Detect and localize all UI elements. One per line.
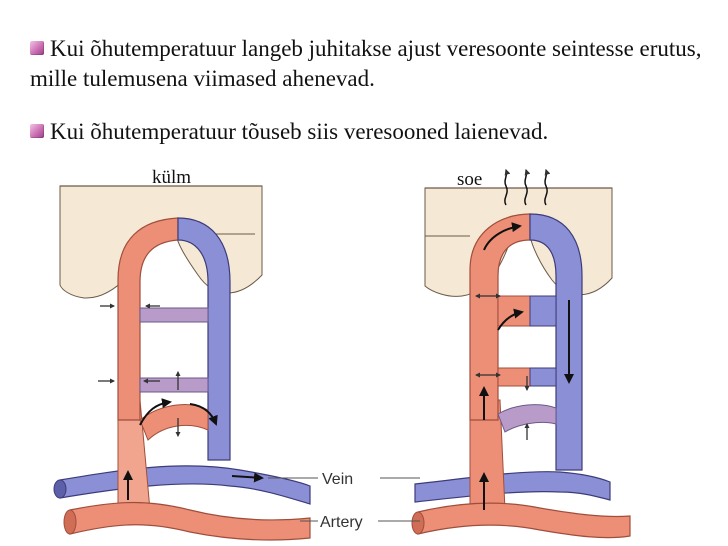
skin-layer-warm xyxy=(424,187,613,297)
av-shunt-warm xyxy=(497,404,557,433)
vein-tube-cold xyxy=(59,465,311,505)
bullet-cold-text: Kui õhutemperatuur langeb juhitakse ajus… xyxy=(30,34,710,94)
bullet-warm-label: Kui õhutemperatuur tõuseb siis veresoone… xyxy=(50,119,549,144)
bullet-icon xyxy=(30,41,44,55)
bullet-cold-label: Kui õhutemperatuur langeb juhitakse ajus… xyxy=(30,36,702,91)
vein-tube-warm xyxy=(414,471,611,503)
vein-label: Vein xyxy=(322,471,353,488)
capillary-rung-cold-2 xyxy=(139,377,209,393)
cold-label: külm xyxy=(152,167,191,188)
bullet-icon xyxy=(30,124,44,138)
vein-column-warm xyxy=(529,213,583,471)
cold-panel: külm xyxy=(53,167,311,541)
capillary-rung-cold-1 xyxy=(139,307,209,323)
warm-label: soe xyxy=(457,169,482,190)
warm-panel: soe xyxy=(411,168,631,539)
heat-release-icon xyxy=(504,168,551,206)
artery-tube-warm xyxy=(417,502,631,539)
bullet-warm-text: Kui õhutemperatuur tõuseb siis veresoone… xyxy=(30,117,710,147)
artery-tube-cold xyxy=(69,501,311,541)
vein-column-cold xyxy=(177,217,231,461)
artery-label: Artery xyxy=(320,514,363,531)
